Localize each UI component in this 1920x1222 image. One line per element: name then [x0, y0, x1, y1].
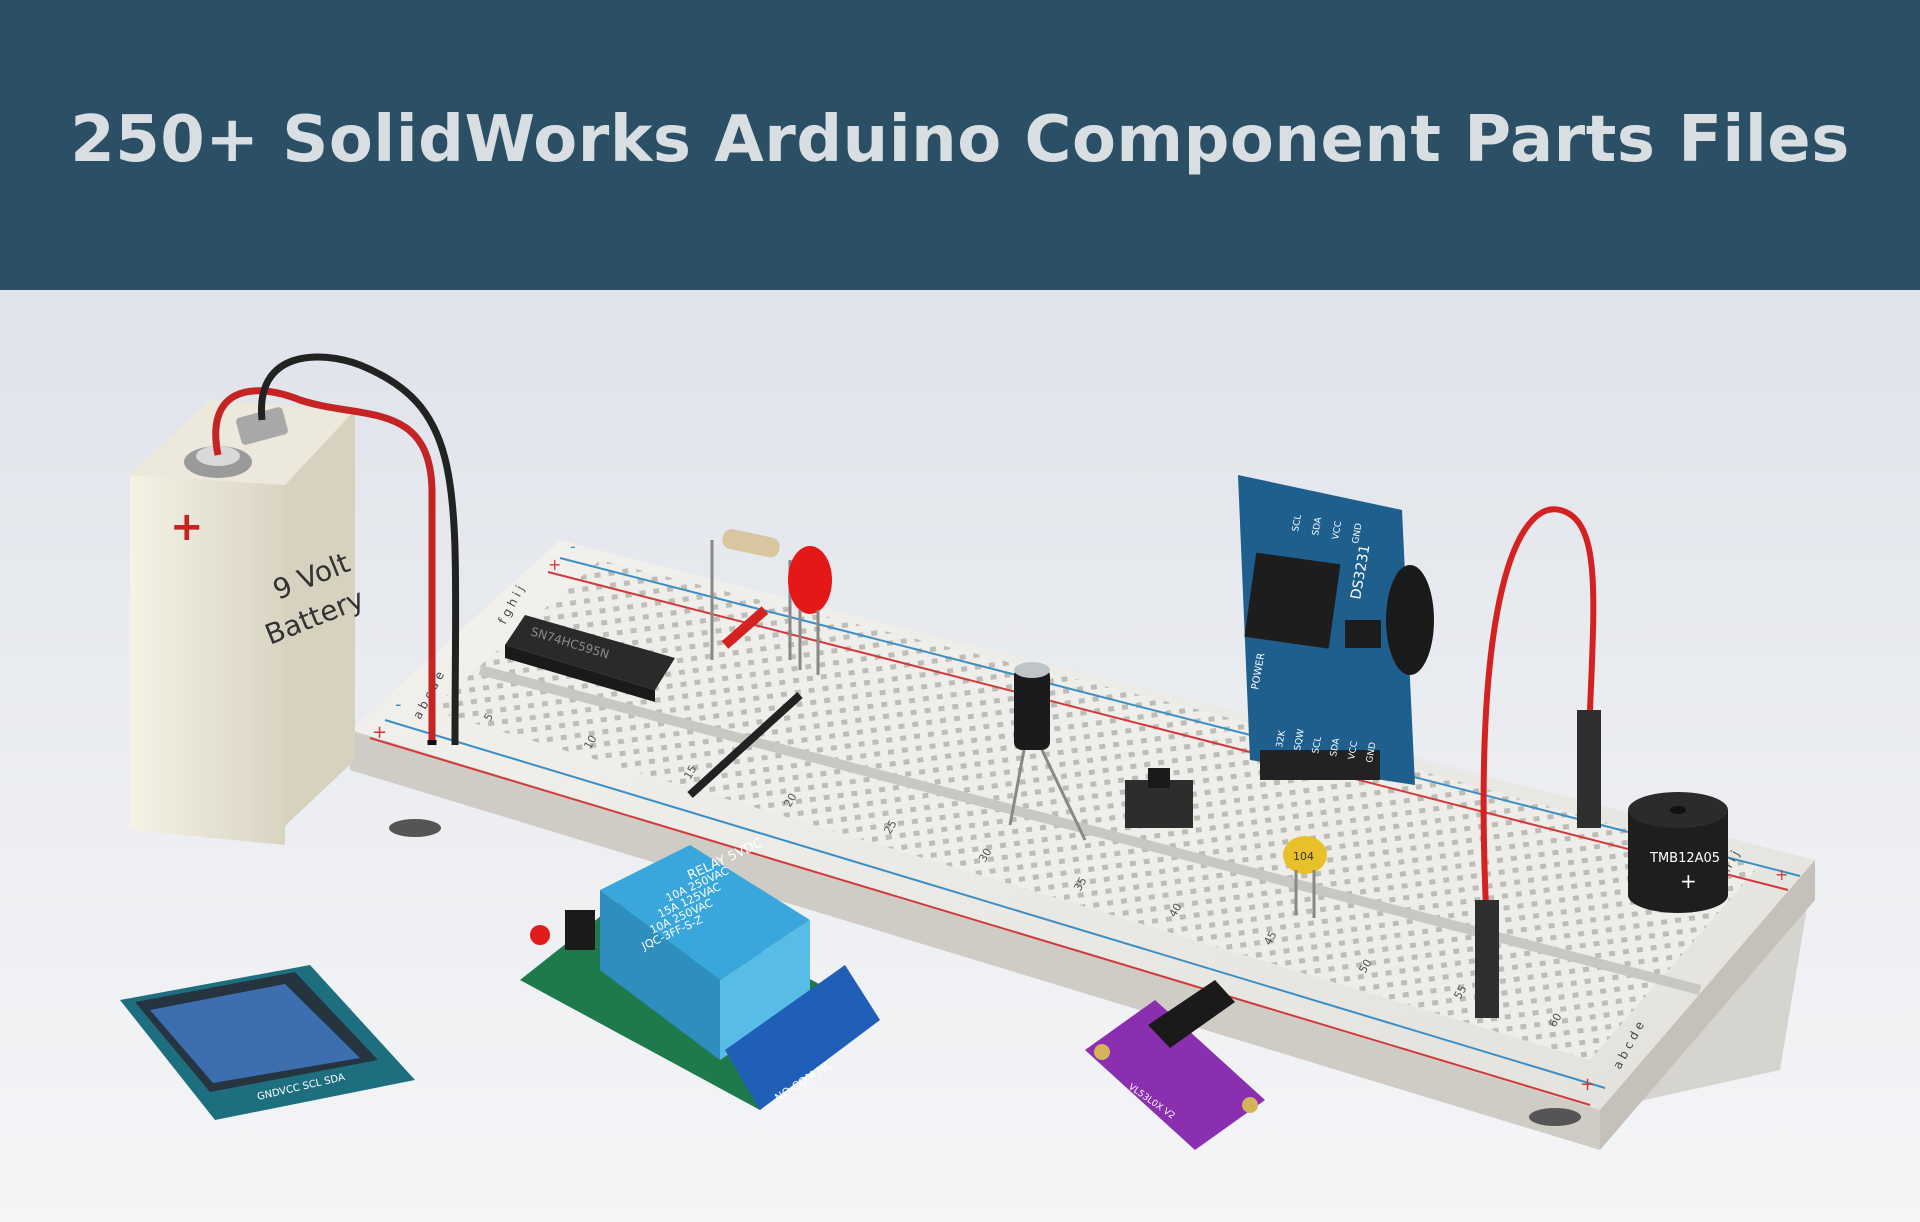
col-number-20: 20: [781, 791, 799, 810]
col-number-55: 55: [1451, 983, 1469, 1002]
col-number-25: 25: [881, 818, 899, 837]
rtc-pin-bottom-5: VCC: [1347, 740, 1360, 760]
red-led: [788, 546, 832, 675]
buzzer-plus: +: [1680, 869, 1697, 893]
ceramic-capacitor: [1283, 836, 1327, 918]
title-banner: 250+ SolidWorks Arduino Component Parts …: [0, 0, 1920, 290]
scene-illustration: + - + - + + a b c d e f g h i j a b c d …: [0, 290, 1920, 1222]
resistor: [710, 529, 792, 660]
rail-minus-label-top: -: [570, 537, 576, 556]
rail-plus-label-right: +: [1580, 1074, 1595, 1095]
col-number-45: 45: [1261, 929, 1279, 948]
banner-title: 250+ SolidWorks Arduino Component Parts …: [70, 103, 1850, 177]
tof-sensor-board: [1085, 980, 1265, 1150]
ceramic-capacitor-code: 104: [1293, 850, 1314, 863]
col-number-60: 60: [1546, 1011, 1564, 1030]
rtc-pin-bottom-2: SQW: [1293, 728, 1307, 751]
rtc-pin-bottom-3: SCL: [1311, 736, 1324, 754]
col-number-15: 15: [681, 763, 699, 782]
buzzer: [1628, 792, 1728, 913]
col-number-40: 40: [1166, 901, 1184, 920]
rtc-pin-top-4: GND: [1351, 522, 1364, 544]
black-jumper: [687, 692, 803, 798]
rail-plus-label-right-top: +: [1775, 865, 1788, 884]
rtc-pin-bottom-1: 32K: [1275, 729, 1288, 749]
battery-9v: [130, 353, 460, 845]
col-number-30: 30: [976, 846, 994, 865]
product-scene: + - + - + + a b c d e f g h i j a b c d …: [0, 290, 1920, 1222]
electrolytic-capacitor: [1008, 662, 1087, 841]
rtc-pin-top-2: SDA: [1311, 516, 1324, 537]
col-number-35: 35: [1071, 875, 1089, 894]
rail-minus-label: -: [395, 694, 402, 715]
buzzer-label: TMB12A05: [1649, 851, 1720, 866]
shift-register-ic: [505, 615, 675, 702]
rtc-module: [1238, 475, 1434, 785]
rtc-pin-bottom-6: GND: [1365, 741, 1378, 763]
col-number-50: 50: [1356, 957, 1374, 976]
col-number-10: 10: [581, 733, 599, 752]
rtc-pin-bottom-4: SDA: [1329, 737, 1342, 758]
red-jumper-short: [721, 606, 769, 649]
red-jumper-wire: [1475, 506, 1601, 1018]
rail-plus-label-top: +: [548, 555, 561, 574]
rtc-pin-top-1: SCL: [1291, 514, 1304, 532]
oled-display: [120, 965, 415, 1120]
push-button: [1125, 768, 1193, 828]
rail-plus-label: +: [372, 722, 387, 743]
battery-plus: +: [170, 504, 204, 550]
rtc-pin-top-3: VCC: [1331, 520, 1344, 540]
relay-module: [520, 845, 880, 1110]
